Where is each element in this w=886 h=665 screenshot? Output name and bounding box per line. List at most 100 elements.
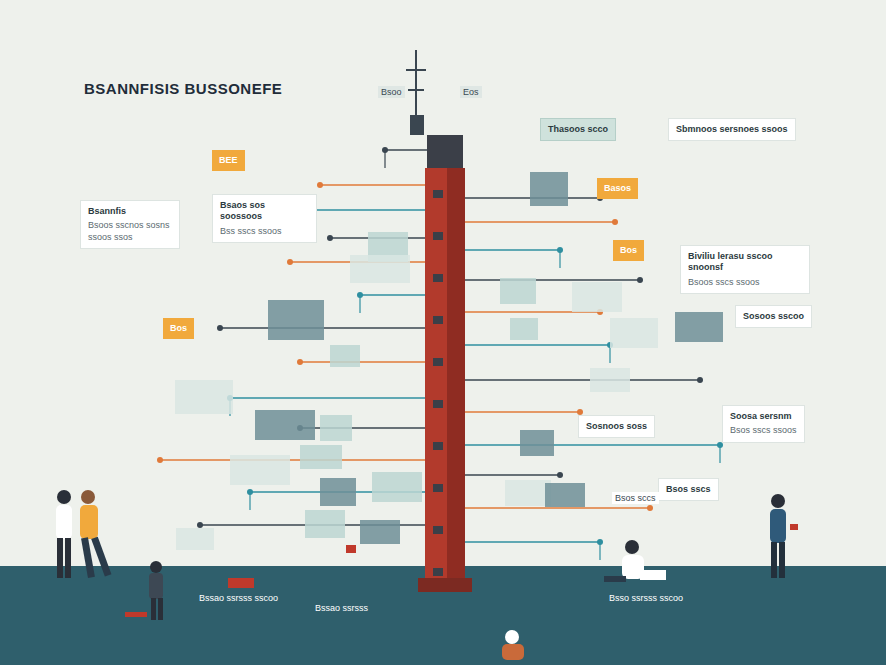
tower-fitting [433,232,443,240]
info-box: Bsaos sos soossoosBss sscs ssoos [212,194,317,243]
branch-line [360,294,428,296]
box-body: Bsoos sscnos sosns ssoos ssos [88,220,172,243]
note-label: Bsso ssrsss sscoo [606,592,686,604]
pale-panel [230,455,290,485]
branch-line [320,184,428,186]
note-label: Bssao ssrsss sscoo [196,592,281,604]
branch-line [462,279,640,281]
branch-line [160,459,428,461]
info-box: Sbmnoos sersnoes ssoos [668,118,796,141]
pale-panel [255,410,315,440]
branch-tip [297,359,303,365]
box-heading: Bos [620,245,637,256]
branch-line [462,541,600,543]
info-box: Soosa sersnmBsos sscs ssoos [722,405,805,443]
tag-box: Basos [597,178,638,199]
pale-panel [590,368,630,392]
pale-panel [176,528,214,550]
info-box: BsannfisBsoos sscnos sosns ssoos ssos [80,200,180,249]
pale-panel [530,172,568,206]
tag-box: Bos [613,240,644,261]
box-body: Bsos sscs ssoos [730,425,797,436]
info-box: Sosoos sscoo [735,305,812,328]
branch-line [462,221,615,223]
note-label: Eos [460,86,482,98]
note-label: Bsoo [378,86,405,98]
box-heading: Soosa sersnm [730,411,797,422]
branch-line [462,507,650,509]
branch-tip [697,377,703,383]
branch-tip [647,505,653,511]
box-heading: Sosnoos soss [586,421,647,432]
pale-panel [350,255,410,283]
box-heading: Biviliu lerasu sscoo snoonsf [688,251,802,274]
branch-drop [384,150,385,168]
tower-fitting [433,400,443,408]
pale-panel [300,445,342,469]
pale-panel [268,300,324,340]
branch-drop [249,492,250,510]
tower-fitting [433,442,443,450]
note-label: Bssao ssrsss [312,602,371,614]
info-box: Biviliu lerasu sscoo snoonsfBsoos sscs s… [680,245,810,294]
tower-fitting [433,526,443,534]
branch-line [462,444,720,446]
branch-tip [157,457,163,463]
info-box: Sosnoos soss [578,415,655,438]
box-heading: Basos [604,183,631,194]
box-heading: Bos [170,323,187,334]
tag-box: Bos [163,318,194,339]
box-heading: Thasoos scco [548,124,608,135]
branch-line [300,361,428,363]
tower [406,50,472,592]
branch-line [462,474,560,476]
branch-line [300,427,428,429]
pale-panel [305,510,345,538]
tag-box: BEE [212,150,245,171]
tower-fitting [433,190,443,198]
branch-tip [557,472,563,478]
info-box: Bsos sscs [658,478,719,501]
branch-tip [217,325,223,331]
box-body: Bss sscs ssoos [220,226,309,237]
tower-fitting [433,484,443,492]
info-box: Thasoos scco [540,118,616,141]
tower-fittings [433,190,443,576]
tower-fitting [433,316,443,324]
branch-line [230,397,428,399]
branch-drop [359,295,360,313]
branch-drop [719,445,720,463]
branch-drop [559,250,560,268]
pale-panel [510,318,538,340]
pale-panel [520,430,554,456]
pale-panel [330,345,360,367]
pale-panel [320,415,352,441]
pale-panel [545,483,585,507]
branch-tip [287,259,293,265]
pale-panel [320,478,356,506]
branch-drop [599,542,600,560]
box-heading: Bsaos sos soossoos [220,200,309,223]
branch-tip [612,219,618,225]
pale-panel [610,318,658,348]
box-body: Bsoos sscs ssoos [688,277,802,288]
pale-panel [500,278,536,304]
tower-fitting [433,274,443,282]
person-figures [56,490,798,660]
box-heading: Bsannfis [88,206,172,217]
branch-line [462,249,560,251]
box-heading: Sbmnoos sersnoes ssoos [676,124,788,135]
branch-line [300,209,428,211]
pale-panel [372,472,422,502]
pale-panel [675,312,723,342]
title: BSANNFISIS BUSSONEFE [84,80,282,97]
tower-fitting [433,568,443,576]
pale-panel [175,380,233,414]
branch-line [385,149,428,151]
ground-band [0,566,886,665]
branch-tip [317,182,323,188]
pale-panel [505,480,551,506]
box-heading: Bsos sscs [666,484,711,495]
